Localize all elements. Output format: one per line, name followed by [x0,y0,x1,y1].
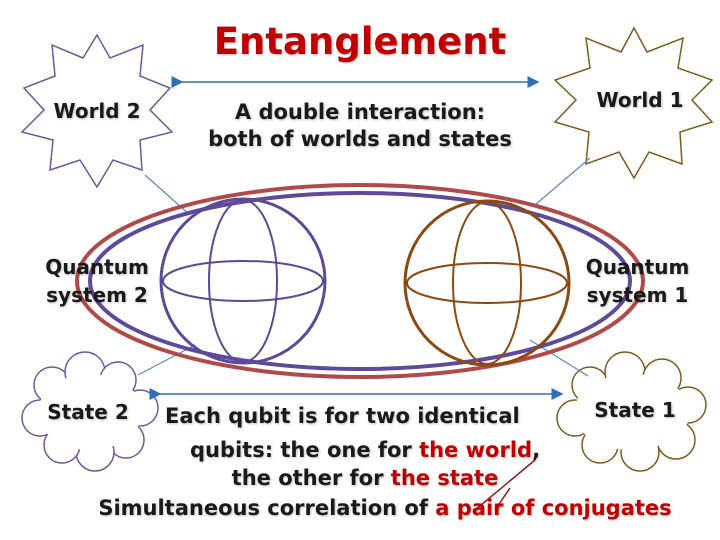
red-pointer-lines [474,459,536,511]
caption-line2-comma: , [532,438,541,462]
caption-pair-of-conjugates: a pair of conjugates [435,496,672,520]
state2-cloud-shape [21,351,159,472]
world2-star-shape [20,33,174,189]
caption-line-3: the other for the state [165,466,565,490]
subtitle-line-1: A double interaction: [234,100,486,124]
caption-the-state: the state [390,466,499,490]
quantum-system1-line2: system 1 [586,283,689,307]
qubit-sphere-1 [403,199,571,367]
world1-label: World 1 [596,88,684,112]
caption-line-1: Each qubit is for two identical [165,404,520,428]
caption-line-4: Simultaneous correlation of a pair of co… [60,496,710,520]
caption-line4-text: Simultaneous correlation of [98,496,436,520]
state1-cloud-shape [556,351,707,472]
quantum-system2-label: Quantum system 2 [22,253,172,309]
page-title: Entanglement [213,20,507,63]
quantum-system1-line1: Quantum [585,255,690,279]
state1-label: State 1 [594,398,676,422]
connector-lines [137,157,591,377]
qubit-sphere-2 [159,197,327,365]
world1-star-shape [553,26,714,180]
state2-label: State 2 [47,400,129,424]
outer-ellipse-purple [88,191,632,371]
quantum-system1-label: Quantum system 1 [555,253,720,309]
quantum-system2-line2: system 2 [46,283,148,307]
subtitle-line-2: both of worlds and states [208,127,512,151]
quantum-system2-line1: Quantum [45,255,149,279]
caption-line-2: qubits: the one for the world, [165,438,565,462]
caption-line2-text: qubits: the one for [189,438,420,462]
caption-line3-text: the other for [231,466,391,490]
world2-label: World 2 [53,99,141,123]
outer-ellipse-red [75,183,645,379]
caption-the-world: the world [419,438,533,462]
